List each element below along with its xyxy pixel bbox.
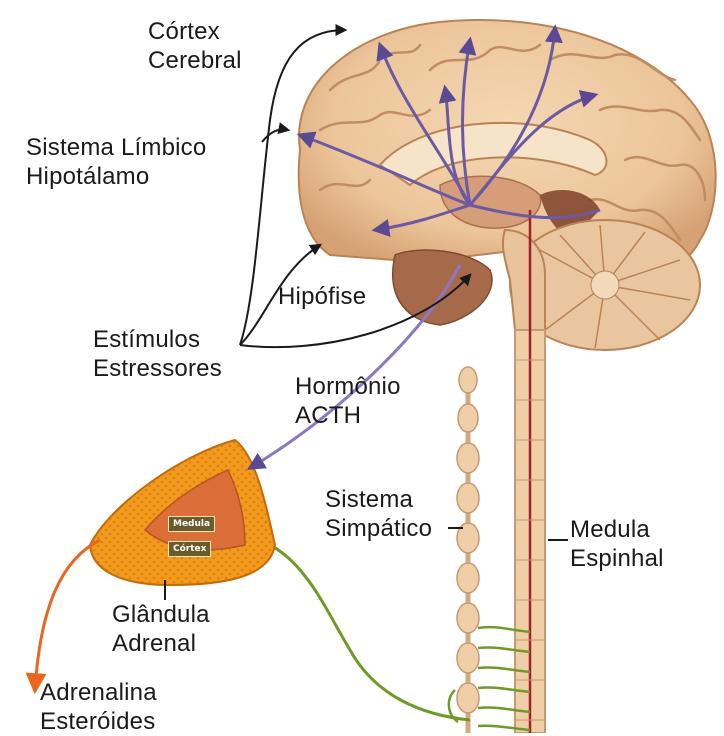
label-adrenalina-line1: Adrenalina <box>40 678 157 707</box>
label-hipofise: Hipófise <box>278 282 366 311</box>
label-estimulos-line2: Estressores <box>93 354 222 383</box>
sympathetic-chain <box>457 367 479 733</box>
label-hormonio-line1: Hormônio <box>295 372 401 401</box>
label-adrenalina: Adrenalina Esteróides <box>40 678 157 736</box>
label-cortex-line2: Cerebral <box>148 46 242 75</box>
label-simpatico-line1: Sistema <box>325 485 432 514</box>
adrenal-medula-tag: Medula <box>168 516 215 532</box>
label-adrenalina-line2: Esteróides <box>40 707 157 736</box>
label-hipofise-text: Hipófise <box>278 282 366 311</box>
label-glandula-line2: Adrenal <box>112 629 210 658</box>
label-cortex-cerebral: Córtex Cerebral <box>148 17 242 75</box>
label-hormonio: Hormônio ACTH <box>295 372 401 430</box>
label-hormonio-line2: ACTH <box>295 401 401 430</box>
label-sistema-simpatico: Sistema Simpático <box>325 485 432 543</box>
label-estimulos-line1: Estímulos <box>93 325 222 354</box>
label-cortex-line1: Córtex <box>148 17 242 46</box>
adrenal-output-arrow <box>35 540 100 690</box>
label-limbico-line1: Sistema Límbico <box>26 133 206 162</box>
label-glandula-adrenal: Glândula Adrenal <box>112 600 210 658</box>
label-medula-line1: Medula <box>570 515 664 544</box>
label-estimulos: Estímulos Estressores <box>93 325 222 383</box>
label-limbico-line2: Hipotálamo <box>26 162 206 191</box>
label-simpatico-line2: Simpático <box>325 514 432 543</box>
adrenal-cortex-tag: Córtex <box>168 541 211 557</box>
label-medula-line2: Espinhal <box>570 544 664 573</box>
label-glandula-line1: Glândula <box>112 600 210 629</box>
label-medula-espinhal: Medula Espinhal <box>570 515 664 573</box>
label-sistema-limbico: Sistema Límbico Hipotálamo <box>26 133 206 191</box>
temporal-lobe <box>393 250 492 325</box>
adrenal-gland-shape <box>90 440 275 585</box>
adrenal-nerve <box>238 533 470 720</box>
